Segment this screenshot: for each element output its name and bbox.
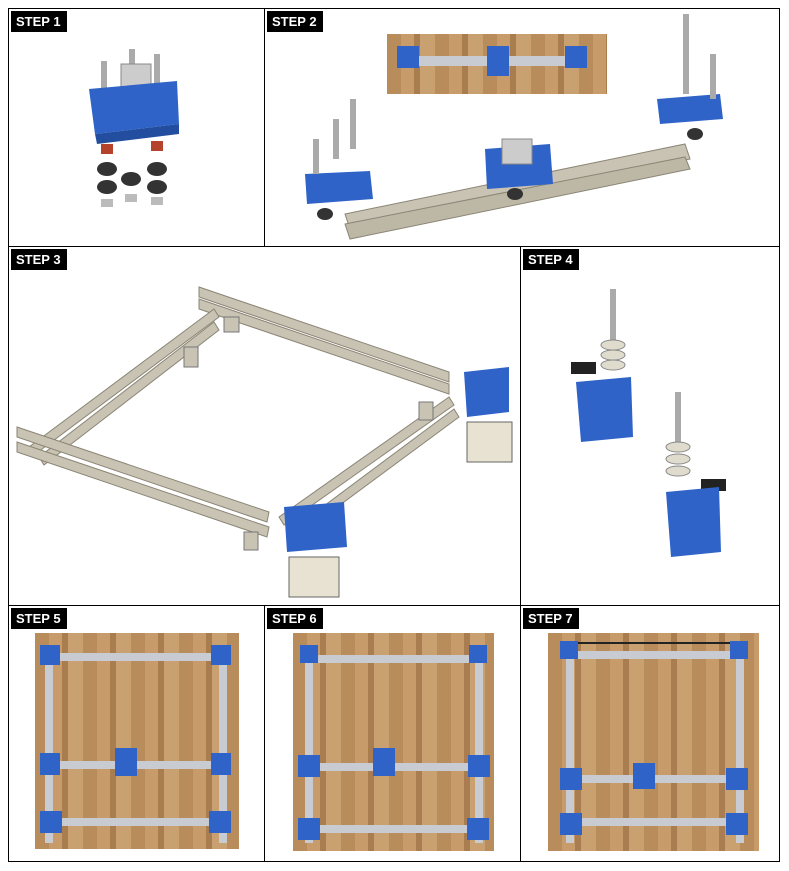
step-5-panel: STEP 5 [8,605,266,862]
step-6-panel: STEP 6 [264,605,522,862]
step-4-label: STEP 4 [523,249,579,270]
step-2-label: STEP 2 [267,11,323,32]
step-3-label: STEP 3 [11,249,67,270]
step-6-label: STEP 6 [267,608,323,629]
step-7-photo [548,633,759,851]
step-1-label: STEP 1 [11,11,67,32]
step-3-frame-assembly-render [16,286,513,598]
step-4-panel: STEP 4 [520,246,780,607]
step-5-label: STEP 5 [11,608,67,629]
step-5-photo [35,633,239,849]
step-1-exploded-carriage-render [89,49,179,207]
step-7-label: STEP 7 [523,608,579,629]
step-1-panel: STEP 1 [8,8,266,247]
step-7-panel: STEP 7 [520,605,780,862]
step-2-inset-photo [387,34,607,94]
step-3-panel: STEP 3 [8,246,522,607]
step-4-idler-blocks-render [571,289,726,557]
step-2-exploded-rail-render [305,14,723,240]
step-2-panel: STEP 2 [264,8,780,247]
step-6-photo [293,633,494,851]
